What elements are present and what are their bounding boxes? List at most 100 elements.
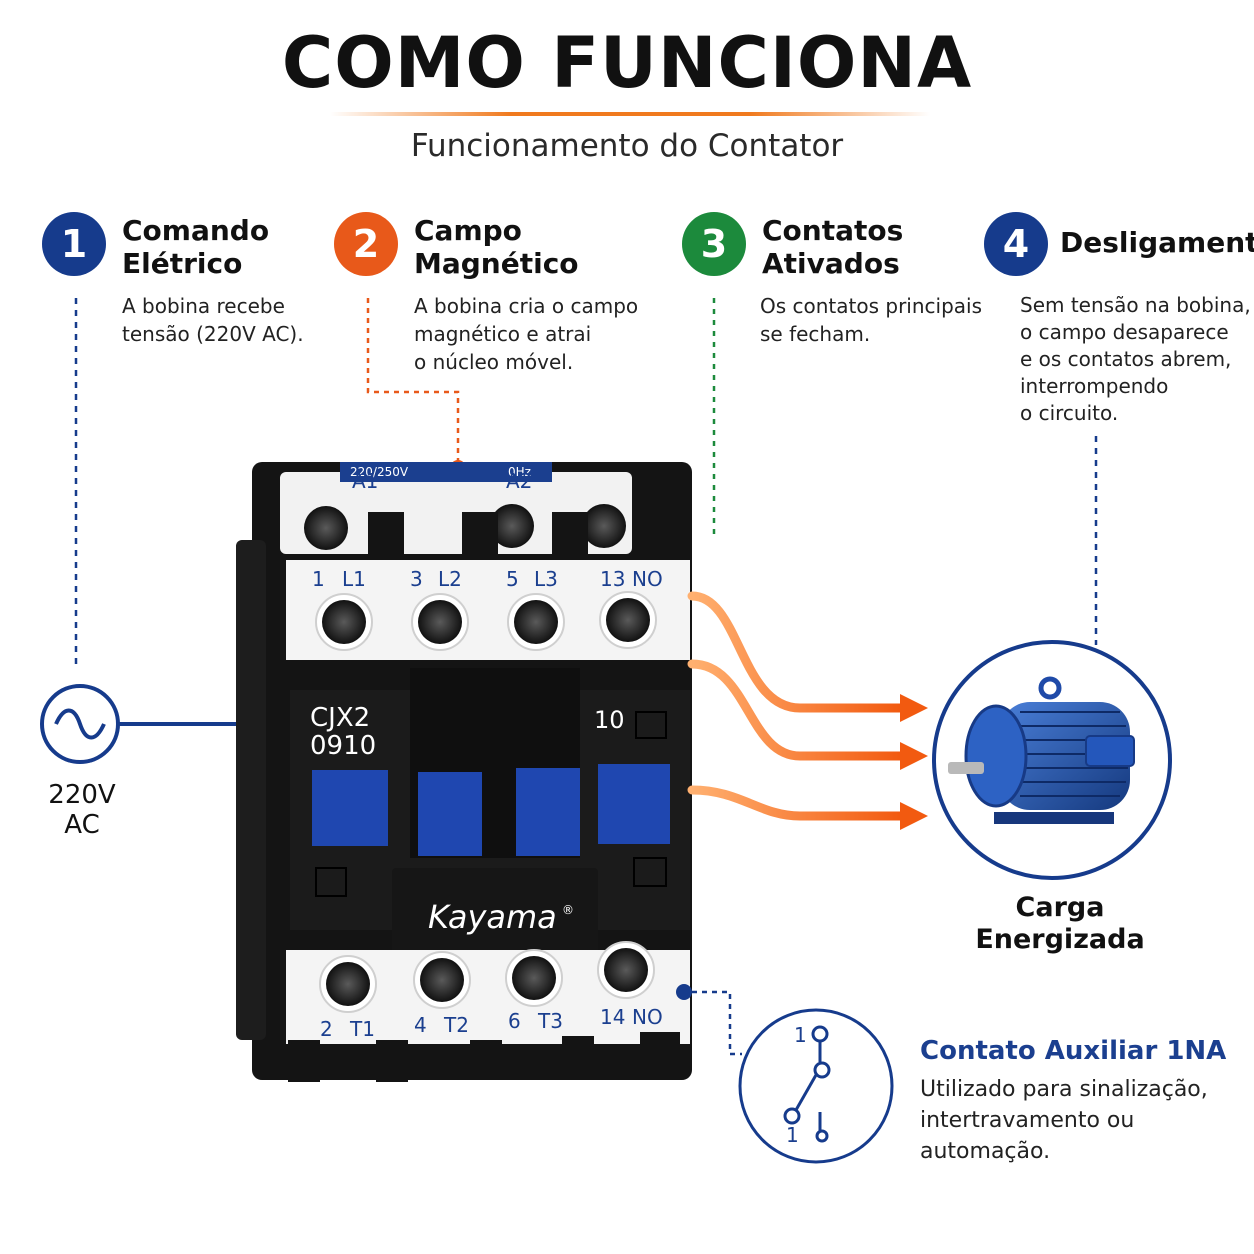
coil-voltage-label: 220/250V <box>350 465 409 479</box>
terminal-screw <box>322 600 366 644</box>
step-4-title: Desligamento <box>1060 226 1254 259</box>
terminal-screw <box>514 600 558 644</box>
terminal-screw <box>418 600 462 644</box>
terminal-screw <box>606 598 650 642</box>
terminal-name: NO <box>632 1005 663 1029</box>
blue-window-left <box>312 770 388 846</box>
terminal-screw <box>512 956 556 1000</box>
bottom-terminal-screws <box>319 941 655 1013</box>
top-terminal-labels: 1 L1 3 L2 5 L3 13 NO <box>312 567 663 591</box>
step-1-badge: 1 <box>42 212 106 276</box>
step-3-title-line2: Ativados <box>762 247 900 280</box>
coil-screw-a1 <box>304 506 348 550</box>
terminal-num: 5 <box>506 567 519 591</box>
symbol-switch-arm <box>794 1074 818 1111</box>
terminal-screw <box>420 958 464 1002</box>
power-arrow-2 <box>687 659 905 761</box>
step-4-desc-line: Sem tensão na bobina, <box>1020 293 1251 317</box>
step-3-title-line1: Contatos <box>762 214 904 247</box>
terminal-num: 6 <box>508 1009 521 1033</box>
face-window <box>315 867 347 897</box>
electric-motor-icon <box>948 676 1135 824</box>
contactor: 220/250V 0Hz A1 A2 1 L1 3 L2 5 L3 13 NO <box>236 462 692 1082</box>
bottom-foot <box>562 1036 594 1074</box>
symbol-bottom-label: 1 <box>786 1123 799 1147</box>
coil-a1-label: A1 <box>352 469 378 493</box>
terminal-num: 13 <box>600 567 625 591</box>
step-1-title: Comando Elétrico <box>122 214 269 280</box>
step-2-title-line1: Campo <box>414 214 522 247</box>
bottom-terminal-labels: 2 T1 4 T2 6 T3 14 NO <box>320 1005 663 1041</box>
step-3-title: Contatos Ativados <box>762 214 903 280</box>
step-2-description: A bobina cria o campo magnético e atrai … <box>414 292 638 376</box>
power-arrow-1 <box>687 591 905 713</box>
blue-window-mid-right <box>516 768 580 856</box>
terminal-name: L2 <box>438 567 462 591</box>
source-label-line1: 220V <box>48 780 116 810</box>
step-2-leader-line <box>366 298 460 466</box>
step-3-description: Os contatos principais se fecham. <box>760 292 982 348</box>
brand-plate <box>392 868 598 954</box>
aux-desc-line: automação. <box>920 1139 1051 1164</box>
terminal-name: T3 <box>537 1009 563 1033</box>
aux-screw-top-back <box>582 504 626 548</box>
din-rail-clip <box>236 540 266 1040</box>
top-separator <box>552 512 588 562</box>
source-label: 220V AC <box>40 780 124 840</box>
step-4-desc-line: o circuito. <box>1020 401 1119 425</box>
symbol-top-label: 1 <box>794 1023 807 1047</box>
arrow-head <box>900 742 928 770</box>
terminal-name: NO <box>632 567 663 591</box>
step-3-desc-line: Os contatos principais <box>760 294 983 318</box>
model-line-1: CJX2 <box>310 703 370 733</box>
top-terminal-screws <box>315 591 657 651</box>
coil-a2-label: A2 <box>506 469 532 493</box>
step-1-title-line1: Comando <box>122 214 270 247</box>
motor-fins <box>1012 711 1128 797</box>
coil-label-strip <box>340 462 552 482</box>
power-flow-arrows <box>687 591 928 830</box>
step-4-badge: 4 <box>984 212 1048 276</box>
aux-desc-line: intertravamento ou <box>920 1108 1135 1133</box>
top-separator <box>368 512 404 562</box>
terminal-name: T2 <box>443 1013 469 1037</box>
terminal-num: 2 <box>320 1017 333 1041</box>
terminal-num: 1 <box>312 567 325 591</box>
motor-end-shield <box>964 704 1028 808</box>
aux-code-label: 10 <box>594 706 625 734</box>
coil-screw-a2 <box>490 504 534 548</box>
aux-contact-description: Utilizado para sinalização, intertravame… <box>920 1074 1240 1167</box>
step-2-badge: 2 <box>334 212 398 276</box>
step-2-title-line2: Magnético <box>414 247 579 280</box>
terminal-screw <box>326 962 370 1006</box>
face-window <box>635 711 667 739</box>
brand-registered-mark: ® <box>562 903 574 917</box>
step-1-title-line2: Elétrico <box>122 247 243 280</box>
page-subtitle: Funcionamento do Contator <box>410 128 844 164</box>
face-window <box>633 857 667 887</box>
motor-terminal-box <box>1085 735 1135 767</box>
motor-base <box>994 812 1114 824</box>
terminal-num: 4 <box>414 1013 427 1037</box>
step-4-desc-line: e os contatos abrem, <box>1020 347 1232 371</box>
symbol-node <box>783 1107 801 1125</box>
step-2-desc-line: o núcleo móvel. <box>414 350 574 374</box>
motor-lifting-eye <box>1038 676 1062 700</box>
bottom-foot <box>288 1040 320 1082</box>
sine-wave <box>54 708 106 740</box>
load-label-line2: Energizada <box>975 924 1145 955</box>
motor-shaft <box>948 762 984 774</box>
arrow-head <box>900 694 928 722</box>
coil-frequency-label: 0Hz <box>508 465 531 479</box>
terminal-name: L3 <box>534 567 558 591</box>
brand-logo: Kayama <box>428 898 557 936</box>
terminal-screw <box>604 948 648 992</box>
symbol-node <box>811 1025 829 1043</box>
model-line-2: 0910 <box>310 731 376 761</box>
terminal-num: 3 <box>410 567 423 591</box>
step-4-desc-line: o campo desaparece <box>1020 320 1229 344</box>
terminal-num: 14 <box>600 1005 625 1029</box>
step-4-title-line1: Desligamento <box>1060 226 1254 259</box>
load-label: Carga Energizada <box>960 892 1160 956</box>
top-separator <box>462 512 498 562</box>
